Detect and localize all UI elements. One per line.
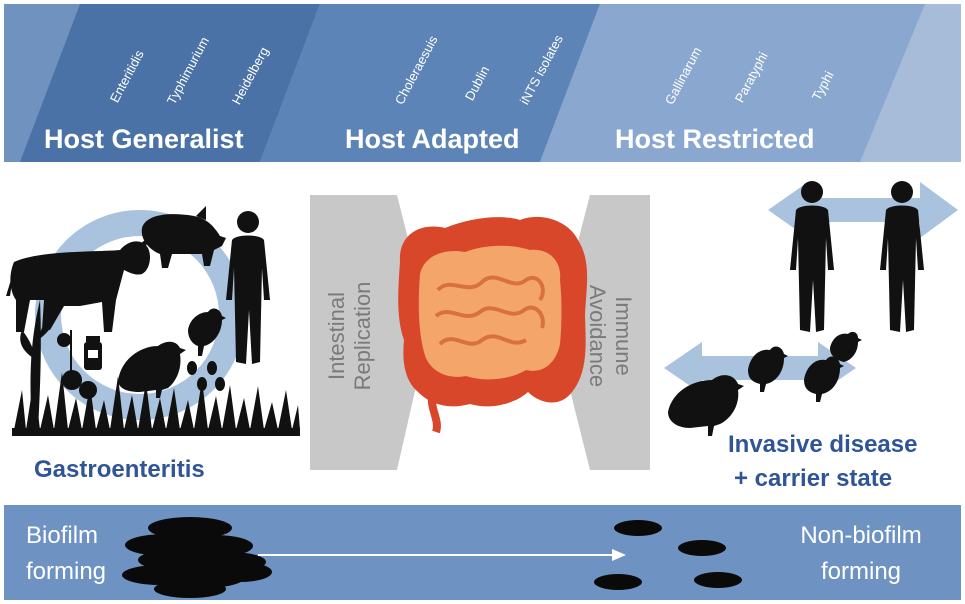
band-adapted bbox=[260, 4, 600, 162]
category-host-restricted: Host Restricted bbox=[615, 124, 815, 154]
band-generalist bbox=[4, 4, 320, 162]
planktonic-cells bbox=[594, 520, 742, 590]
intestine-illustration bbox=[398, 216, 588, 434]
category-host-generalist: Host Generalist bbox=[44, 124, 244, 154]
label-non-biofilm-forming: Non-biofilm forming bbox=[800, 522, 922, 585]
person-silhouette-left bbox=[226, 211, 270, 364]
category-host-adapted: Host Adapted bbox=[345, 124, 520, 154]
label-gastroenteritis: Gastroenteritis bbox=[34, 456, 205, 483]
label-immune-avoidance: Immune Avoidance bbox=[585, 284, 636, 388]
biofilm-cluster bbox=[122, 517, 272, 598]
label-invasive-disease: Invasive disease + carrier state bbox=[728, 431, 918, 492]
chicken-silhouettes-left bbox=[118, 308, 226, 398]
top-band bbox=[4, 4, 961, 162]
label-biofilm-forming: Biofilm forming bbox=[26, 522, 107, 585]
pig-silhouette bbox=[141, 206, 226, 268]
band-restricted bbox=[540, 4, 925, 162]
chicken-silhouettes-right bbox=[668, 331, 862, 436]
transmission-arrow-humans bbox=[768, 182, 958, 238]
person-silhouettes-right bbox=[790, 181, 924, 332]
label-intestinal-replication: Intestinal Replication bbox=[324, 281, 375, 391]
